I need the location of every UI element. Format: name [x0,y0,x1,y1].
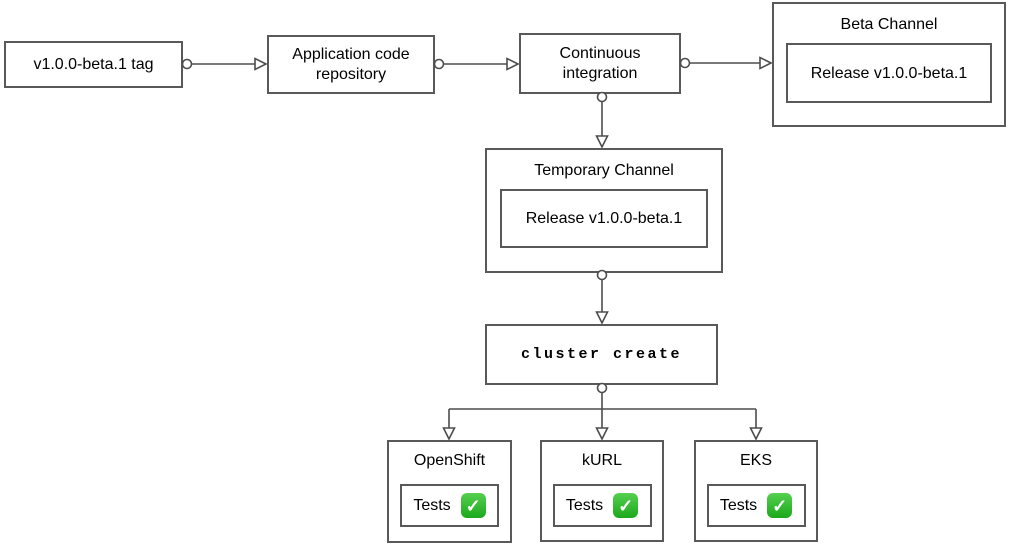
openshift-tests-box: Tests ✓ [400,484,499,528]
arrowhead-icon [759,56,773,70]
node-beta-channel: Beta Channel Release v1.0.0-beta.1 [772,2,1006,127]
edge-temporary-channel-to-cluster-create [595,269,609,325]
check-glyph: ✓ [772,495,788,516]
node-openshift: OpenShift Tests ✓ [387,440,512,543]
edge-source-dot [181,58,193,70]
version-tag-label: v1.0.0-beta.1 tag [33,55,154,73]
node-app-code-repository: Application code repository [267,35,435,94]
edge-cluster-create-to-clusters [442,382,763,441]
node-version-tag: v1.0.0-beta.1 tag [4,41,183,88]
temporary-channel-release-box: Release v1.0.0-beta.1 [500,189,708,249]
arrowhead-icon [595,135,609,149]
kurl-title: kURL [581,452,622,469]
edge-ci-to-temporary-channel [595,91,609,149]
edge-repo-to-ci [433,57,520,71]
beta-channel-release-label: Release v1.0.0-beta.1 [810,64,968,82]
node-temporary-channel: Temporary Channel Release v1.0.0-beta.1 [485,148,723,273]
node-cluster-create: cluster create [485,324,718,385]
node-kurl: kURL Tests ✓ [540,440,664,542]
arrowhead-icon [595,427,609,441]
eks-tests-label: Tests [719,497,758,515]
kurl-tests-box: Tests ✓ [552,484,652,528]
arrowhead-icon [506,57,520,71]
continuous-integration-label: Continuous integration [559,45,641,82]
arrowhead-icon [442,427,456,441]
openshift-title: OpenShift [413,452,486,469]
temporary-channel-release-label: Release v1.0.0-beta.1 [525,210,683,228]
kurl-tests-label: Tests [565,497,604,515]
edge-branch-lines [448,392,757,428]
edge-ci-to-beta-channel [679,56,773,70]
eks-tests-box: Tests ✓ [706,484,806,528]
node-continuous-integration: Continuous integration [519,33,681,94]
beta-channel-title: Beta Channel [840,16,938,33]
check-mark-icon: ✓ [460,493,486,519]
edge-source-dot [679,57,691,69]
openshift-tests-label: Tests [413,497,451,515]
cluster-create-label: cluster create [520,345,683,363]
node-eks: EKS Tests ✓ [694,440,818,542]
app-code-repository-label: Application code repository [292,46,410,83]
arrowhead-icon [254,57,268,71]
edge-tag-to-repo [181,57,268,71]
check-glyph: ✓ [618,495,634,516]
temporary-channel-title: Temporary Channel [534,162,674,179]
check-glyph: ✓ [465,495,481,516]
check-mark-icon: ✓ [767,493,793,519]
arrowhead-icon [749,427,763,441]
arrowhead-icon [595,311,609,325]
beta-channel-release-box: Release v1.0.0-beta.1 [786,43,992,104]
check-mark-icon: ✓ [613,493,639,519]
edge-source-dot [433,58,445,70]
eks-title: EKS [739,452,772,469]
